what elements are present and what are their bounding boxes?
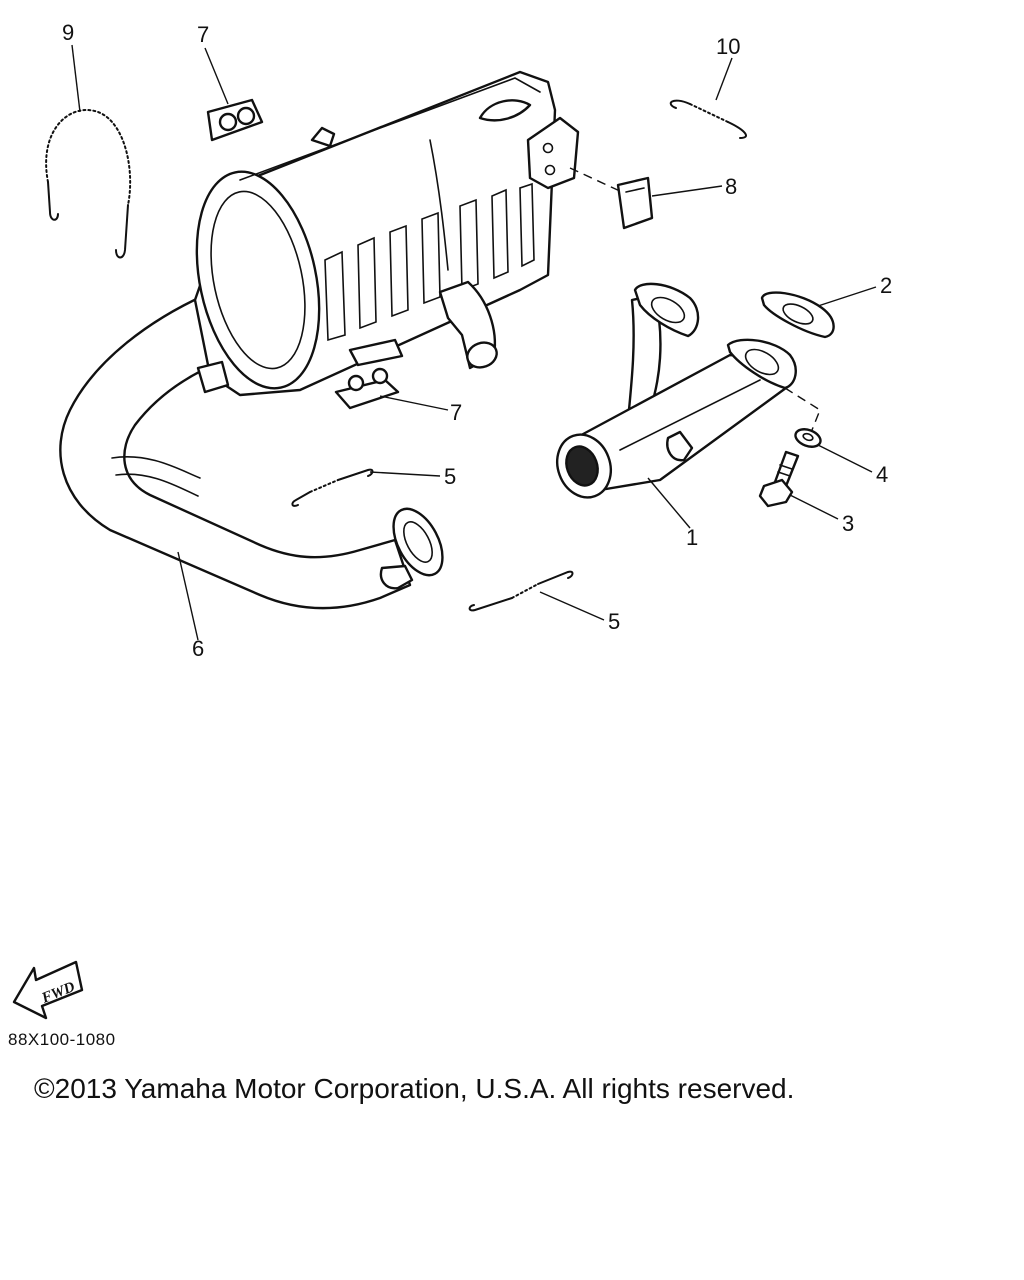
callout-2: 2 — [880, 273, 892, 298]
damper-part-8 — [616, 176, 654, 230]
callout-8: 8 — [725, 174, 737, 199]
copyright-notice: ©2013 Yamaha Motor Corporation, U.S.A. A… — [34, 1073, 795, 1104]
callout-10: 10 — [716, 34, 740, 59]
catalog-code: 88X100-1080 — [8, 1030, 116, 1049]
spring-part-10 — [669, 99, 747, 139]
washer-part-4 — [794, 428, 822, 448]
leader-lines — [71, 44, 877, 641]
spring-part-9 — [45, 109, 132, 259]
assembly-line-bracket — [569, 167, 623, 193]
callout-6: 6 — [192, 636, 204, 661]
muffler-vent-slots — [324, 182, 535, 342]
callout-9: 9 — [62, 20, 74, 45]
damper-part-7-upper — [206, 98, 264, 142]
damper-part-7-lower — [334, 367, 400, 410]
exhaust-pipe-part-6 — [59, 293, 444, 610]
callout-7-top: 7 — [197, 22, 209, 47]
spring-part-5-lower — [468, 570, 574, 612]
spring-part-5-upper — [291, 468, 374, 507]
callout-3: 3 — [842, 511, 854, 536]
assembly-line-bolt — [784, 387, 821, 431]
bolt-part-3 — [758, 450, 800, 508]
callout-labels: 9 7 10 8 2 7 4 3 5 5 1 6 — [62, 20, 892, 661]
callout-4: 4 — [876, 462, 888, 487]
muffler-part — [59, 70, 580, 610]
forward-direction-arrow: FWD — [12, 960, 84, 1020]
gasket-part-2 — [760, 291, 835, 339]
callout-5-upper: 5 — [444, 464, 456, 489]
callout-1: 1 — [686, 525, 698, 550]
callout-7-bottom: 7 — [450, 400, 462, 425]
callout-5-lower: 5 — [608, 609, 620, 634]
exhaust-joint-part-1 — [556, 282, 797, 499]
